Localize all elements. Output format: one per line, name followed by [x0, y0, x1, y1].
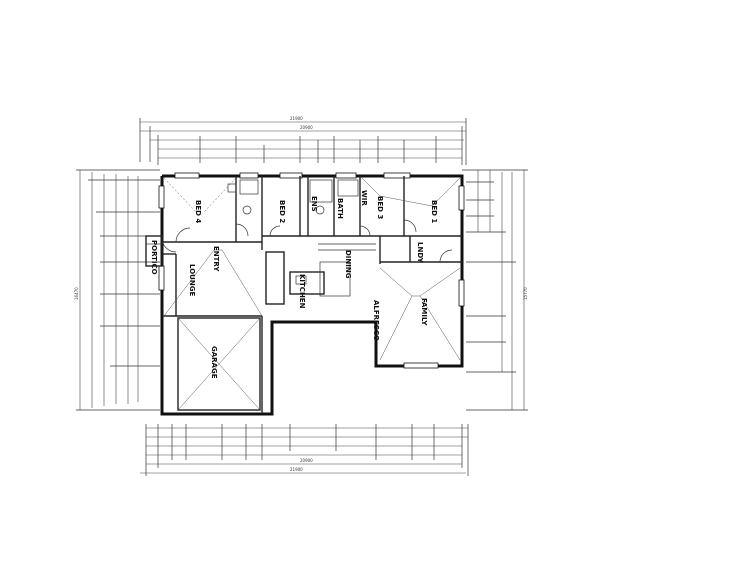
- right-overall-dim: 15770: [523, 287, 528, 300]
- room-labels: BED 4 BED 2 BED 3 BED 1 BATH ENS ENTRY P…: [150, 190, 438, 379]
- room-label-dining: DINING: [344, 250, 352, 279]
- bottom-dimension-lines: 21900 20900: [140, 424, 469, 476]
- internal-walls: [162, 176, 462, 414]
- room-label-alfresco: ALFRESCO: [372, 300, 380, 341]
- door-swings: [161, 219, 453, 263]
- left-overall-dim: 16470: [74, 287, 79, 300]
- room-label-entry: ENTRY: [212, 246, 220, 272]
- room-label-kitchen: KITCHEN: [298, 274, 306, 309]
- bottom-overall-dim: 21900: [290, 467, 303, 472]
- top-dimension-lines: 21900 20900: [139, 116, 467, 165]
- room-label-wir: WIR: [360, 190, 368, 206]
- room-label-bed2: BED 2: [278, 200, 286, 223]
- room-label-bed4: BED 4: [194, 200, 202, 223]
- room-label-bed1: BED 1: [430, 200, 438, 223]
- top-overall-dim: 21900: [290, 116, 303, 121]
- room-label-bath: BATH: [336, 198, 344, 219]
- ceiling-hip-lines: [163, 177, 461, 361]
- room-label-family: FAMILY: [420, 298, 428, 326]
- portico-area: [145, 235, 163, 267]
- room-label-portico: PORTICO: [150, 240, 158, 275]
- room-label-bed3: BED 3: [376, 196, 384, 219]
- left-dimension-lines: 16470: [74, 169, 160, 411]
- room-label-lounge: LOUNGE: [188, 264, 196, 296]
- external-walls: [158, 172, 465, 416]
- room-label-ens: ENS: [310, 196, 318, 212]
- kitchen-fittings: [265, 243, 376, 305]
- bottom-second-dim: 20900: [300, 458, 313, 463]
- right-dimension-lines: 15770: [462, 169, 528, 411]
- top-second-dim: 20900: [300, 125, 313, 130]
- room-label-garage: GARAGE: [210, 346, 218, 379]
- room-label-lndy: LNDY: [416, 242, 424, 264]
